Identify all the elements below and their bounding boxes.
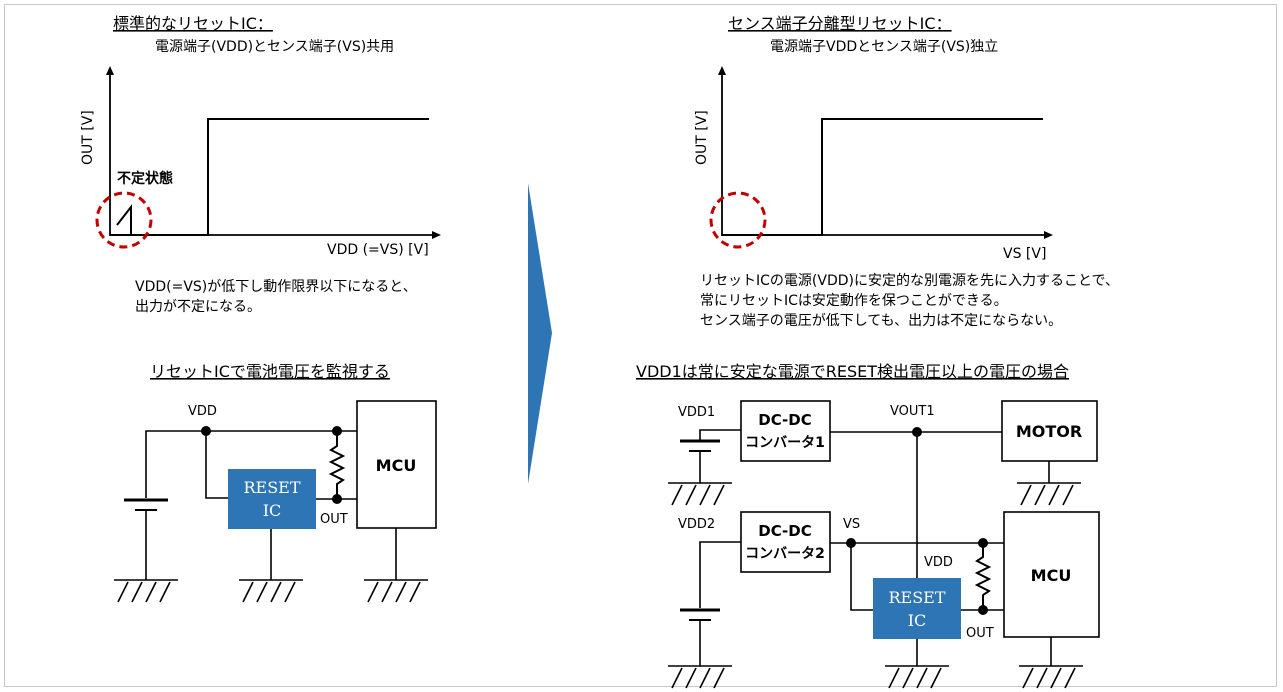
right-y-arrow (718, 66, 726, 75)
right-dcdc1-box (740, 400, 831, 462)
left-reset-ground (238, 579, 304, 603)
right-vdd2-label: VDD2 (678, 517, 715, 532)
left-mcu-box (356, 400, 437, 529)
right-subtitle: 電源端子VDDとセンス端子(VS)独立 (770, 39, 998, 55)
right-desc-line3: センス端子の電圧が低下しても、出力は不定にならない。 (700, 313, 1062, 329)
left-desc-line1: VDD(=VS)が低下し動作限界以下になると、 (135, 279, 417, 295)
right-dcdc1-line1: DC-DC (758, 411, 812, 429)
left-y-label: OUT [V] (80, 110, 96, 165)
right-y-label: OUT [V] (694, 110, 710, 165)
left-subtitle: 電源端子(VDD)とセンス端子(VS)共用 (155, 39, 394, 55)
right-reset-ic-line2: IC (908, 611, 927, 630)
right-vdd2-wire (699, 541, 741, 608)
right-graph: OUT [V] VS [V] (694, 66, 1053, 262)
left-pullup-resistor (328, 431, 346, 499)
left-indeterminate-label: 不定状態 (117, 170, 173, 187)
left-output-curve (110, 118, 429, 236)
right-stable-circle (709, 191, 767, 249)
right-title: センス端子分離型リセットIC： (728, 14, 952, 33)
right-motor-box (1001, 400, 1098, 462)
left-reset-ic-box (228, 469, 316, 529)
right-output-curve (722, 118, 1043, 236)
left-battery-ground (113, 579, 179, 603)
right-dcdc2-box (740, 511, 831, 573)
transition-arrow (528, 183, 552, 484)
left-desc-line2: 出力が不定になる。 (135, 299, 261, 315)
left-out-label: OUT (320, 512, 348, 527)
left-graph: 不定状態 OUT [V] VDD (=VS) [V] (80, 66, 441, 258)
right-battery2-ground (667, 665, 733, 689)
left-mcu-ground (363, 579, 429, 603)
left-mcu-label: MCU (376, 456, 417, 475)
right-battery1-ground (667, 482, 733, 506)
right-reset-ground (884, 665, 950, 689)
right-vs-sense-wire (850, 543, 873, 611)
left-circuit: VDD RESET IC OUT MCU (113, 400, 437, 603)
left-indeterminate-trace (116, 204, 132, 235)
left-title: 標準的なリセットIC： (113, 14, 273, 33)
right-mcu-label: MCU (1031, 566, 1072, 585)
right-reset-ic-line1: RESET (888, 588, 945, 607)
right-out-label: OUT (966, 626, 994, 641)
right-dcdc2-line2: コンバータ2 (745, 546, 825, 562)
right-dcdc1-line2: コンバータ1 (745, 435, 825, 451)
right-circuit-title: VDD1は常に安定な電源でRESET検出電圧以上の電圧の場合 (636, 362, 1069, 381)
right-dcdc2-line1: DC-DC (758, 522, 812, 540)
right-vdd1-wire (699, 429, 741, 441)
right-desc-line2: 常にリセットICは安定動作を保つことができる。 (700, 293, 1008, 309)
right-pullup-resistor (974, 543, 992, 610)
right-mcu-ground (1018, 665, 1084, 689)
right-vdd-label: VDD (924, 555, 953, 570)
left-y-arrow (106, 66, 114, 75)
right-vout1-label: VOUT1 (890, 404, 935, 419)
left-reset-ic-line2: IC (263, 501, 282, 520)
left-x-label: VDD (=VS) [V] (327, 242, 429, 258)
right-desc-line1: リセットICの電源(VDD)に安定的な別電源を先に入力することで、 (700, 273, 1119, 289)
right-circuit: VDD1 DC-DC コンバータ1 VOUT1 VDD MOTOR VDD2 D… (667, 400, 1100, 689)
right-x-arrow (1044, 231, 1053, 239)
right-motor-ground (1016, 482, 1082, 506)
left-indeterminate-circle (95, 191, 153, 249)
left-reset-ic-line1: RESET (243, 478, 300, 497)
right-motor-label: MOTOR (1016, 422, 1082, 441)
right-vs-label: VS (843, 517, 860, 532)
right-x-label: VS [V] (1003, 246, 1046, 262)
left-x-arrow (432, 231, 441, 239)
left-vdd-label: VDD (188, 404, 217, 419)
right-mcu-box (1003, 511, 1100, 638)
left-vdd-wire (145, 430, 357, 498)
left-reset-vdd-wire (205, 431, 228, 499)
left-circuit-title: リセットICで電池電圧を監視する (150, 362, 390, 381)
right-reset-ic-box (873, 578, 961, 639)
left-vdd-node (201, 426, 211, 436)
right-vdd1-label: VDD1 (678, 405, 715, 420)
figure-frame (4, 4, 1277, 687)
